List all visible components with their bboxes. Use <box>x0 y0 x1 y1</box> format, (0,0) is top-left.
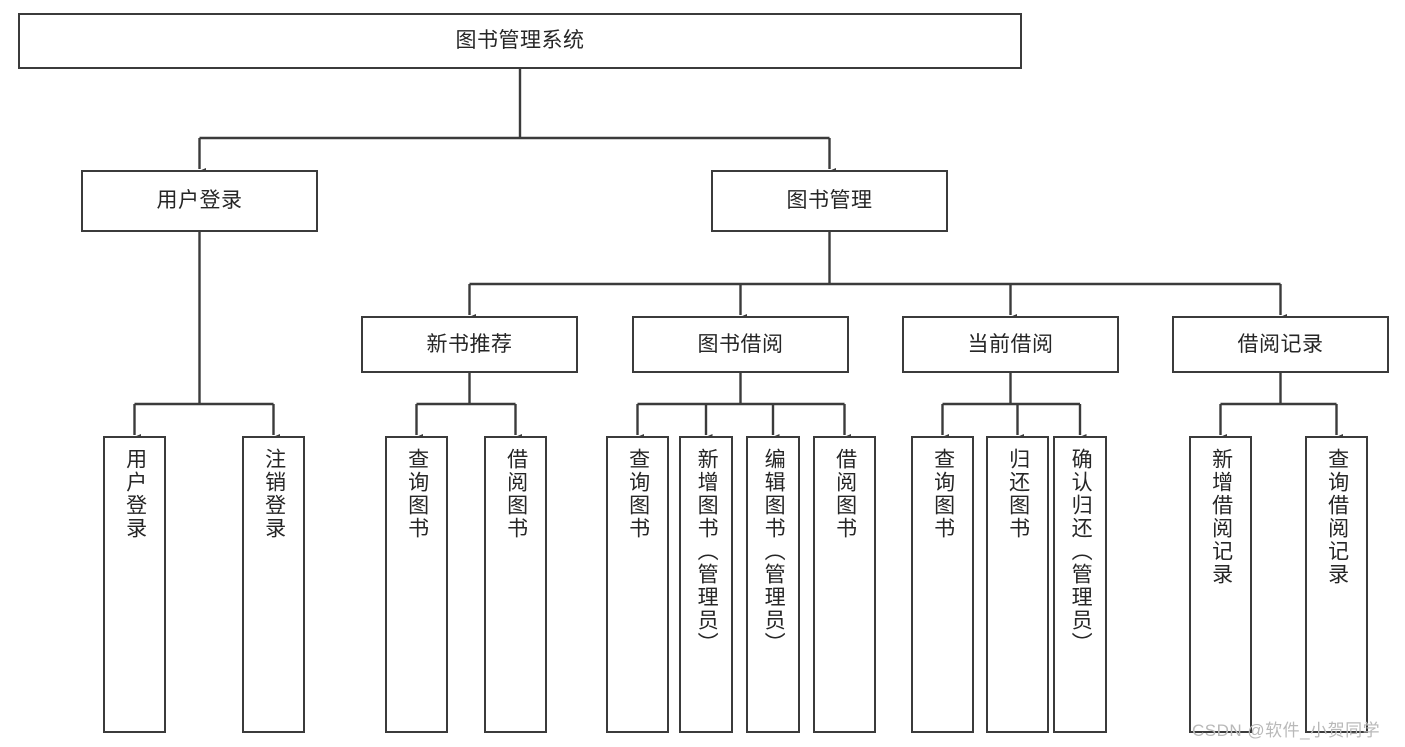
leaf-query-book-borrow[interactable]: 查询图书 <box>606 436 669 733</box>
watermark-text: CSDN @软件_小贺同学 <box>1192 721 1381 740</box>
leaf-user-logout[interactable]: 注销登录 <box>242 436 305 733</box>
node-current-borrow-label: 当前借阅 <box>967 332 1054 356</box>
leaf-add-book-admin-label: 新增图书（管理员） <box>695 448 719 655</box>
leaf-edit-book-admin-label: 编辑图书（管理员） <box>762 448 786 655</box>
leaf-user-logout-label: 注销登录 <box>262 448 286 540</box>
leaf-edit-book-admin[interactable]: 编辑图书（管理员） <box>746 436 800 733</box>
leaf-query-book-current-label: 查询图书 <box>931 448 955 540</box>
node-borrow-record[interactable]: 借阅记录 <box>1172 316 1389 373</box>
leaf-add-borrow-record[interactable]: 新增借阅记录 <box>1189 436 1252 733</box>
leaf-query-book-recommend-label: 查询图书 <box>405 448 429 540</box>
leaf-borrow-book[interactable]: 借阅图书 <box>813 436 876 733</box>
leaf-query-book-current[interactable]: 查询图书 <box>911 436 974 733</box>
leaf-borrow-book-recommend[interactable]: 借阅图书 <box>484 436 547 733</box>
leaf-query-book-recommend[interactable]: 查询图书 <box>385 436 448 733</box>
leaf-borrow-book-label: 借阅图书 <box>833 448 857 540</box>
leaf-borrow-book-recommend-label: 借阅图书 <box>504 448 528 540</box>
leaf-user-login[interactable]: 用户登录 <box>103 436 166 733</box>
node-book-management-label: 图书管理 <box>786 189 873 213</box>
leaf-query-borrow-record[interactable]: 查询借阅记录 <box>1305 436 1368 733</box>
leaf-confirm-return-admin-label: 确认归还（管理员） <box>1069 448 1093 655</box>
leaf-add-borrow-record-label: 新增借阅记录 <box>1209 448 1233 586</box>
node-user-login[interactable]: 用户登录 <box>81 170 318 232</box>
node-book-management[interactable]: 图书管理 <box>711 170 948 232</box>
leaf-return-book-label: 归还图书 <box>1006 448 1030 540</box>
node-root[interactable]: 图书管理系统 <box>18 13 1022 69</box>
node-user-login-label: 用户登录 <box>156 189 243 213</box>
node-new-book-recommend[interactable]: 新书推荐 <box>361 316 578 373</box>
node-book-borrow-label: 图书借阅 <box>697 332 784 356</box>
node-borrow-record-label: 借阅记录 <box>1237 332 1324 356</box>
leaf-return-book[interactable]: 归还图书 <box>986 436 1049 733</box>
node-book-borrow[interactable]: 图书借阅 <box>632 316 849 373</box>
leaf-user-login-label: 用户登录 <box>123 448 147 540</box>
node-root-label: 图书管理系统 <box>455 29 585 53</box>
leaf-query-book-borrow-label: 查询图书 <box>626 448 650 540</box>
node-current-borrow[interactable]: 当前借阅 <box>902 316 1119 373</box>
leaf-confirm-return-admin[interactable]: 确认归还（管理员） <box>1053 436 1107 733</box>
leaf-add-book-admin[interactable]: 新增图书（管理员） <box>679 436 733 733</box>
node-new-book-recommend-label: 新书推荐 <box>426 332 513 356</box>
leaf-query-borrow-record-label: 查询借阅记录 <box>1325 448 1349 586</box>
